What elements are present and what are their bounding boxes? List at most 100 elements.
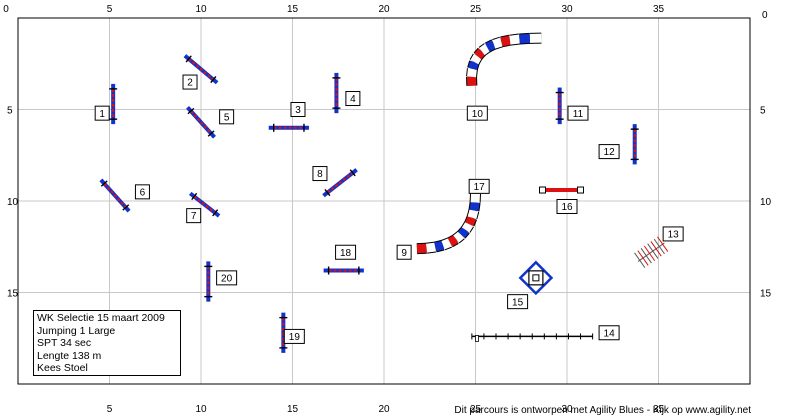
table-15 [518,260,554,296]
y-tick-left: 15 [7,289,19,300]
obstacles [99,32,669,353]
jump-3 [268,123,309,132]
obstacle-number: 14 [604,328,616,339]
obstacle-label-12: 12 [598,144,620,160]
dogwalk-contact [475,335,479,342]
obstacle-label-20: 20 [216,270,238,286]
info-event: WK Selectie 15 maart 2009 [37,312,165,324]
obstacle-label-3: 3 [290,102,306,117]
jump-wing-8 [349,169,356,177]
jump-6 [99,178,131,213]
obstacle-label-box [468,178,490,194]
jump-12 [630,124,639,165]
jump-18 [323,266,364,275]
obstacle-label-box [290,102,306,117]
obstacle-number: 2 [187,78,193,89]
tunnel-9-segment [434,240,445,252]
jump-4 [332,72,341,114]
y-tick-right: 0 [762,10,768,21]
weaves-base [637,242,665,262]
tunnel-9-segment [425,242,436,253]
obstacle-number: 1 [99,109,105,120]
jump-8 [322,168,358,198]
obstacle-label-19: 19 [283,328,305,344]
jump-wing-2 [210,76,217,84]
tunnel-9-segment [467,209,479,219]
weave-pole [643,245,656,262]
obstacle-label-10: 10 [466,105,488,121]
jump-wing-6 [100,180,108,187]
x-tick-top: 10 [195,4,207,15]
x-tick-bottom: 20 [378,404,390,415]
tunnel-10-segment [509,34,521,45]
tunnel-9 [416,193,481,255]
tunnel-9-segment [453,231,465,243]
obstacle-label-box [186,208,202,224]
x-tick-top: 5 [107,4,113,15]
tire-16 [539,186,585,194]
obstacle-label-box [94,105,110,121]
field-border [17,17,751,385]
weave-pole [640,248,652,264]
obstacle-number: 10 [472,109,484,120]
obstacle-label-box [345,91,361,107]
tunnel-9-segment [465,215,477,226]
obstacle-number: 9 [401,248,407,259]
jump-pole-7 [193,195,216,214]
obstacle-label-16: 16 [556,198,578,214]
x-tick-bottom: 5 [107,404,113,415]
jump-1 [109,83,118,125]
jump-pole-5 [190,110,212,135]
weave-pole [637,250,649,266]
jump-wing-8 [324,188,331,197]
weave-pole [653,238,665,255]
obstacle-label-4: 4 [345,91,361,107]
info-spt: SPT 34 sec [37,337,92,350]
jump-wing-2 [185,55,192,63]
table-top [528,270,544,286]
x-tick-top: 30 [561,4,573,15]
jump-wing-6 [122,204,130,211]
obstacle-number: 16 [561,202,573,213]
obstacle-label-box [216,270,238,286]
y-tick-right: 15 [760,289,772,300]
obstacle-label-7: 7 [186,208,202,224]
x-tick-bottom: 35 [653,404,665,415]
jump-20 [204,261,213,302]
obstacle-number: 7 [191,211,197,222]
tunnel-10-segment [492,37,503,49]
obstacle-label-box [507,294,529,310]
obstacle-label-18: 18 [335,244,357,260]
jump-wing-5 [207,130,215,137]
tire-post [577,186,585,194]
obstacle-number: 18 [340,248,352,259]
tunnel-9-segment [447,235,459,247]
obstacle-number: 17 [474,182,486,193]
tunnel-10-segment [500,35,511,47]
tunnel-10-segment [468,60,479,71]
obstacle-label-box [335,244,357,260]
obstacle-label-9: 9 [396,244,412,260]
jump-wing-7 [212,209,219,217]
tunnel-9-segment [469,201,480,212]
x-tick-top: 25 [470,4,482,15]
obstacle-label-11: 11 [567,105,589,121]
obstacle-label-box [662,226,684,242]
jump-7 [189,191,221,218]
obstacle-label-box [567,105,589,121]
weave-pole [647,243,659,259]
obstacle-label-box [182,74,198,90]
weaves-13 [634,236,669,268]
dogwalk-14 [471,333,594,342]
jump-19 [279,312,288,353]
obstacle-number: 6 [140,187,146,198]
obstacle-label-box [283,328,305,344]
jump-pole-2 [188,58,214,81]
jump-11 [555,87,564,125]
obstacle-label-box [134,184,150,200]
weave-pole [650,241,662,257]
jump-pole-6 [103,182,127,209]
obstacle-label-box [466,105,488,121]
